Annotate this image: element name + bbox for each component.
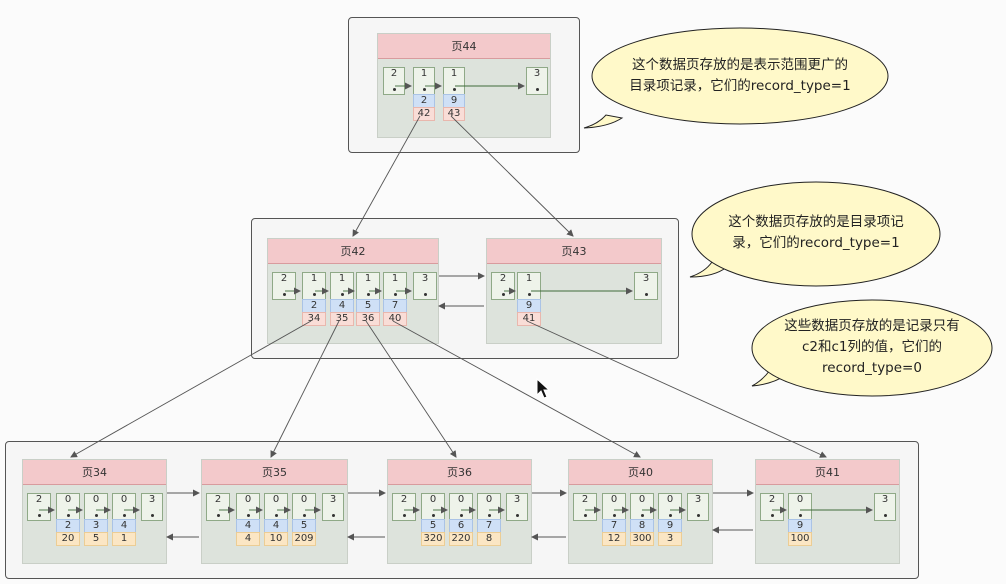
record-infimum: 2 [491,272,515,300]
sibling-links [166,272,754,541]
value-cell: 320 [421,532,445,546]
record-infimum: 2 [392,493,416,521]
record: 1 [302,272,326,300]
callout-text-top: 这个数据页存放的是表示范围更广的 目录项记录，它们的record_type=1 [629,57,851,94]
record-infimum: 2 [760,493,784,521]
record-supremum: 3 [506,493,528,521]
page-34: 页34 2 0 0 0 3 2 3 4 20 5 1 [22,459,167,564]
callout-bubble-bottom [751,299,993,397]
value-cell: 209 [292,532,316,546]
value-cell: 4 [236,532,260,546]
value-cell: 12 [602,532,626,546]
callout-text-mid: 这个数据页存放的是目录项记 录，它们的record_type=1 [728,214,904,251]
page-title: 页43 [487,239,661,264]
record: 0 [658,493,682,521]
record: 0 [449,493,473,521]
page-40: 页40 2 0 0 0 3 7 8 9 12 300 3 [568,459,713,564]
child-pointers [70,115,827,458]
page-title: 页41 [756,460,899,485]
record-infimum: 2 [383,67,405,95]
callout-text-bottom: 这些数据页存放的是记录只有 c2和c1列的值，它们的 record_type=0 [784,318,960,376]
record-supremum: 3 [687,493,709,521]
page-pointer-cell: 36 [356,312,380,326]
record: 1 [356,272,380,300]
page-pointer-cell: 35 [330,312,354,326]
key-cell: 2 [56,519,80,533]
record-supremum: 3 [141,493,163,521]
record-infimum: 2 [573,493,597,521]
value-cell: 20 [56,532,80,546]
page-pointer-cell: 41 [517,312,541,326]
record: 0 [788,493,812,521]
page-title: 页42 [268,239,438,264]
callout-bubble-top [591,27,889,125]
record-supremum: 3 [634,272,658,300]
record-supremum: 3 [874,493,896,521]
page-43: 页43 2 1 3 9 41 [486,238,662,344]
mouse-cursor-icon [536,378,550,399]
value-cell: 300 [630,532,654,546]
record: 1 [330,272,354,300]
key-cell: 5 [292,519,316,533]
value-cell: 3 [658,532,682,546]
page-title: 页36 [388,460,531,485]
page-pointer-cell: 40 [383,312,407,326]
page-35: 页35 2 0 0 0 3 4 4 5 4 10 209 [201,459,348,564]
callout-bubbles [583,27,993,397]
value-cell: 1 [112,532,136,546]
page-pointer-cell: 43 [443,107,465,121]
record-supremum: 3 [322,493,344,521]
value-cell: 8 [477,532,501,546]
record-chain [39,82,873,514]
record-infimum: 2 [27,493,51,521]
page-title: 页35 [202,460,347,485]
record-supremum: 3 [526,67,548,95]
page-pointer-cell: 42 [413,107,435,121]
callout-bubble-mid [691,181,941,287]
record-infimum: 2 [272,272,296,300]
page-title: 页34 [23,460,166,485]
page-title: 页44 [378,34,550,59]
value-cell: 10 [264,532,288,546]
page-title: 页40 [569,460,712,485]
callout-bubble-top [583,114,624,129]
value-cell: 100 [788,532,812,546]
page-36: 页36 2 0 0 0 3 5 6 7 320 220 8 [387,459,532,564]
value-cell: 220 [449,532,473,546]
page-41: 页41 2 0 3 9 100 [755,459,900,564]
record-supremum: 3 [413,272,437,300]
value-cell: 5 [84,532,108,546]
